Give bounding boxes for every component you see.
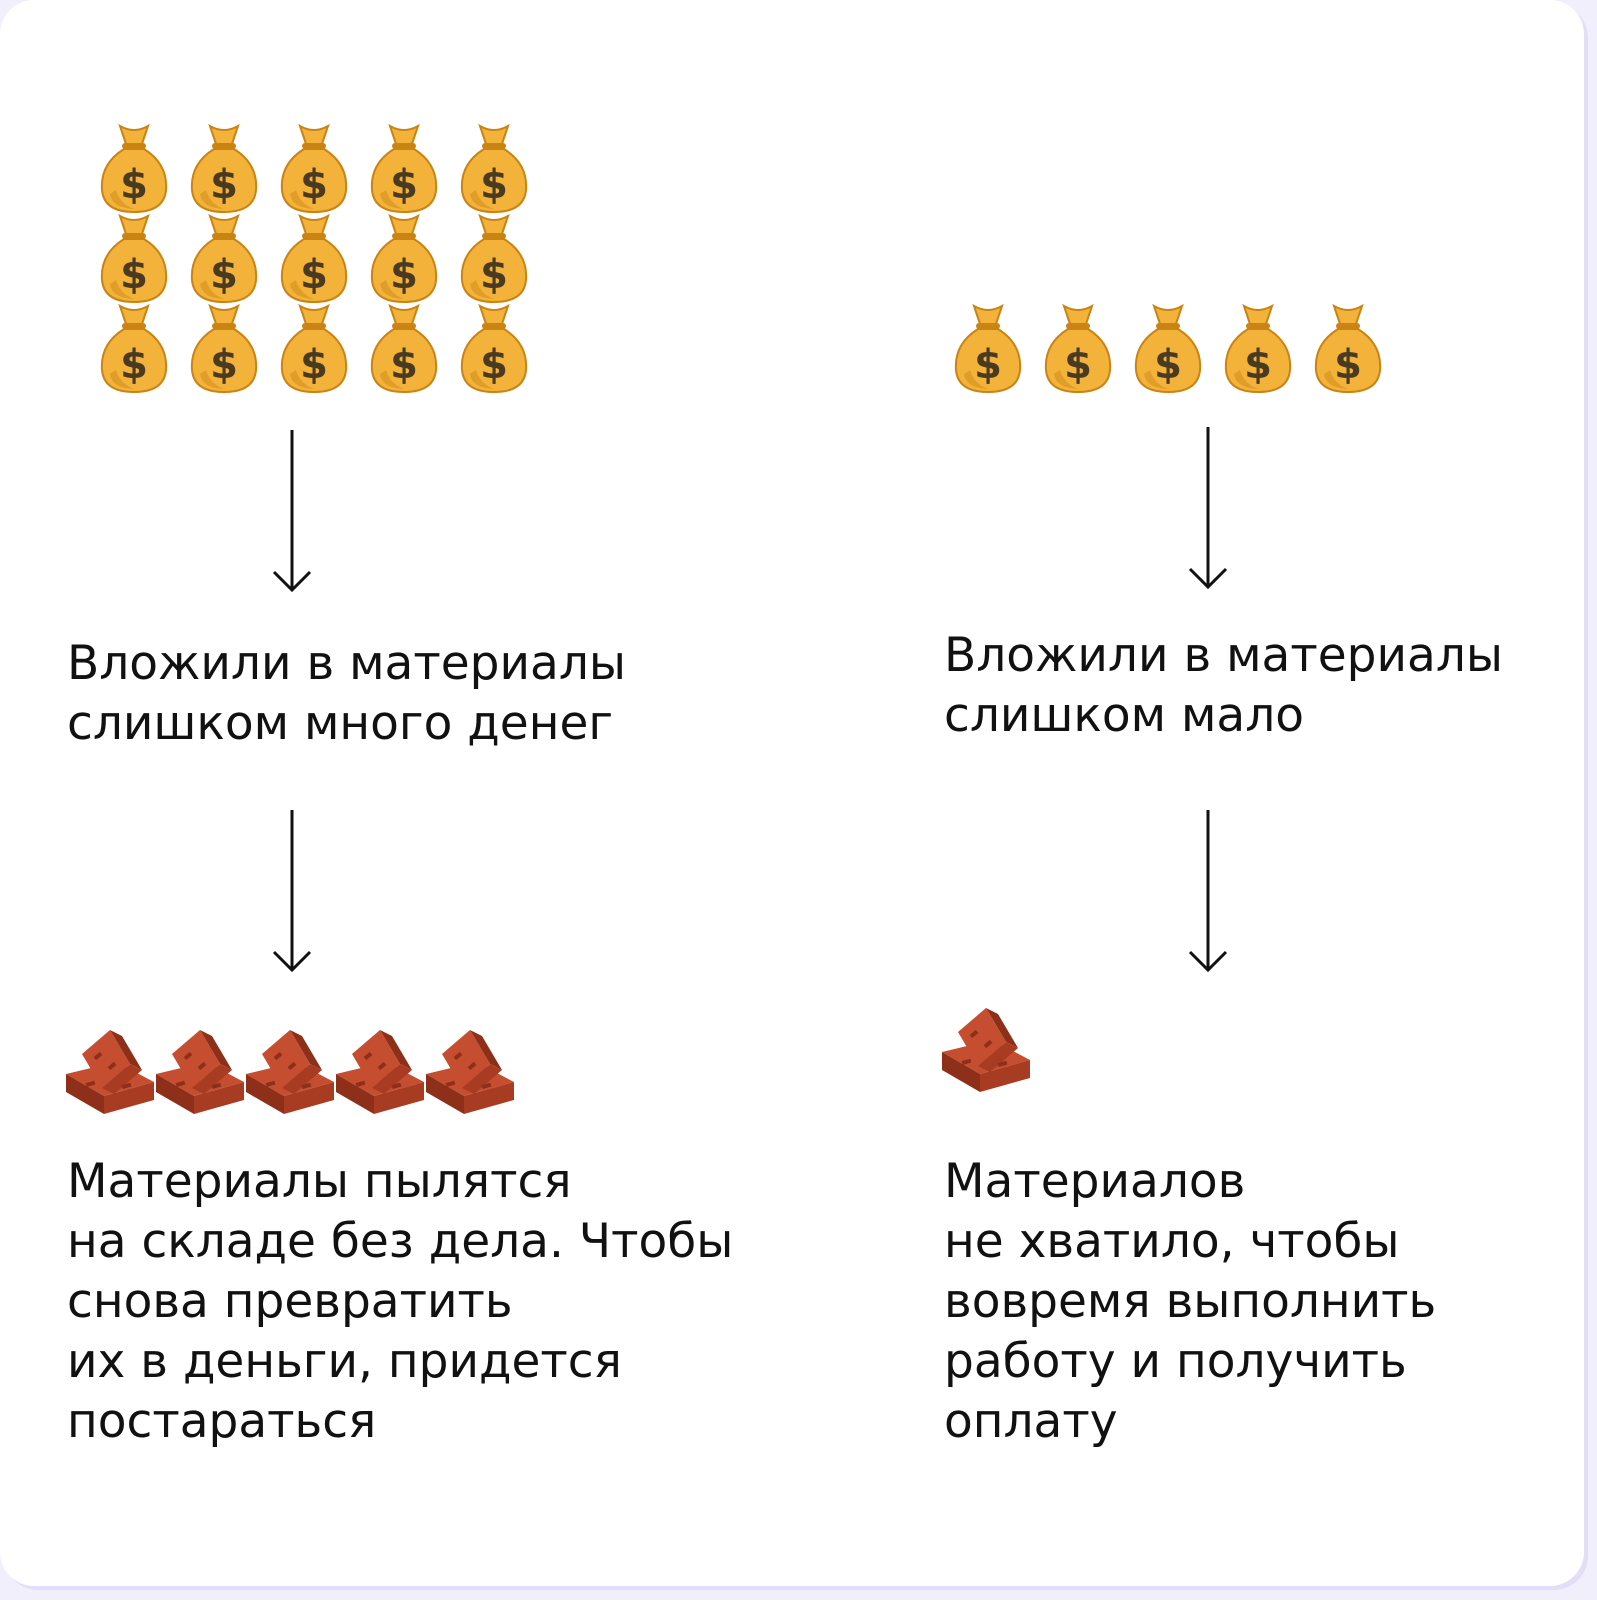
money-bag-icon: $ <box>460 304 528 394</box>
money-bag-icon: $ <box>280 214 348 304</box>
money-bag-icon: $ <box>190 214 258 304</box>
brick-icon <box>942 1008 1030 1092</box>
svg-text:$: $ <box>120 342 148 388</box>
money-bag-icon: $ <box>460 124 528 214</box>
svg-text:$: $ <box>1334 342 1362 388</box>
money-bag-icon: $ <box>100 214 168 304</box>
money-bag-icon: $ <box>460 214 528 304</box>
svg-text:$: $ <box>210 252 238 298</box>
svg-text:$: $ <box>480 252 508 298</box>
svg-text:$: $ <box>390 252 418 298</box>
brick-icon <box>426 1030 514 1114</box>
money-bag-icon: $ <box>954 304 1022 394</box>
left-arrow-top <box>272 430 312 593</box>
money-bag-icon: $ <box>370 304 438 394</box>
svg-text:$: $ <box>300 342 328 388</box>
svg-text:$: $ <box>120 252 148 298</box>
svg-text:$: $ <box>1154 342 1182 388</box>
svg-text:$: $ <box>300 162 328 208</box>
left-middle-text: Вложили в материалы слишком много денег <box>67 636 626 751</box>
left-bottom-text: Материалы пылятся на складе без дела. Чт… <box>67 1154 734 1449</box>
right-middle-text: Вложили в материалы слишком мало <box>944 628 1503 743</box>
right-bottom-text: Материалов не хватило, чтобы вовремя вып… <box>944 1154 1437 1449</box>
brick-icon <box>246 1030 334 1114</box>
svg-text:$: $ <box>1244 342 1272 388</box>
svg-text:$: $ <box>480 162 508 208</box>
money-bag-icon: $ <box>370 124 438 214</box>
money-bag-icon: $ <box>190 304 258 394</box>
brick-icon <box>336 1030 424 1114</box>
svg-text:$: $ <box>210 162 238 208</box>
money-bag-icon: $ <box>100 304 168 394</box>
money-bag-icon: $ <box>1044 304 1112 394</box>
money-bag-icon: $ <box>1314 304 1382 394</box>
brick-icon <box>156 1030 244 1114</box>
money-bag-icon: $ <box>280 304 348 394</box>
svg-text:$: $ <box>210 342 238 388</box>
svg-text:$: $ <box>390 162 418 208</box>
svg-text:$: $ <box>480 342 508 388</box>
right-arrow-bottom <box>1188 810 1228 973</box>
brick-icon <box>66 1030 154 1114</box>
svg-text:$: $ <box>120 162 148 208</box>
svg-text:$: $ <box>1064 342 1092 388</box>
money-bag-icon: $ <box>100 124 168 214</box>
money-bag-icon: $ <box>280 124 348 214</box>
money-bag-icon: $ <box>370 214 438 304</box>
money-bag-icon: $ <box>1224 304 1292 394</box>
right-arrow-top <box>1188 427 1228 590</box>
money-bag-icon: $ <box>190 124 258 214</box>
svg-text:$: $ <box>300 252 328 298</box>
svg-text:$: $ <box>974 342 1002 388</box>
money-bag-icon: $ <box>1134 304 1202 394</box>
svg-text:$: $ <box>390 342 418 388</box>
left-arrow-bottom <box>272 810 312 973</box>
